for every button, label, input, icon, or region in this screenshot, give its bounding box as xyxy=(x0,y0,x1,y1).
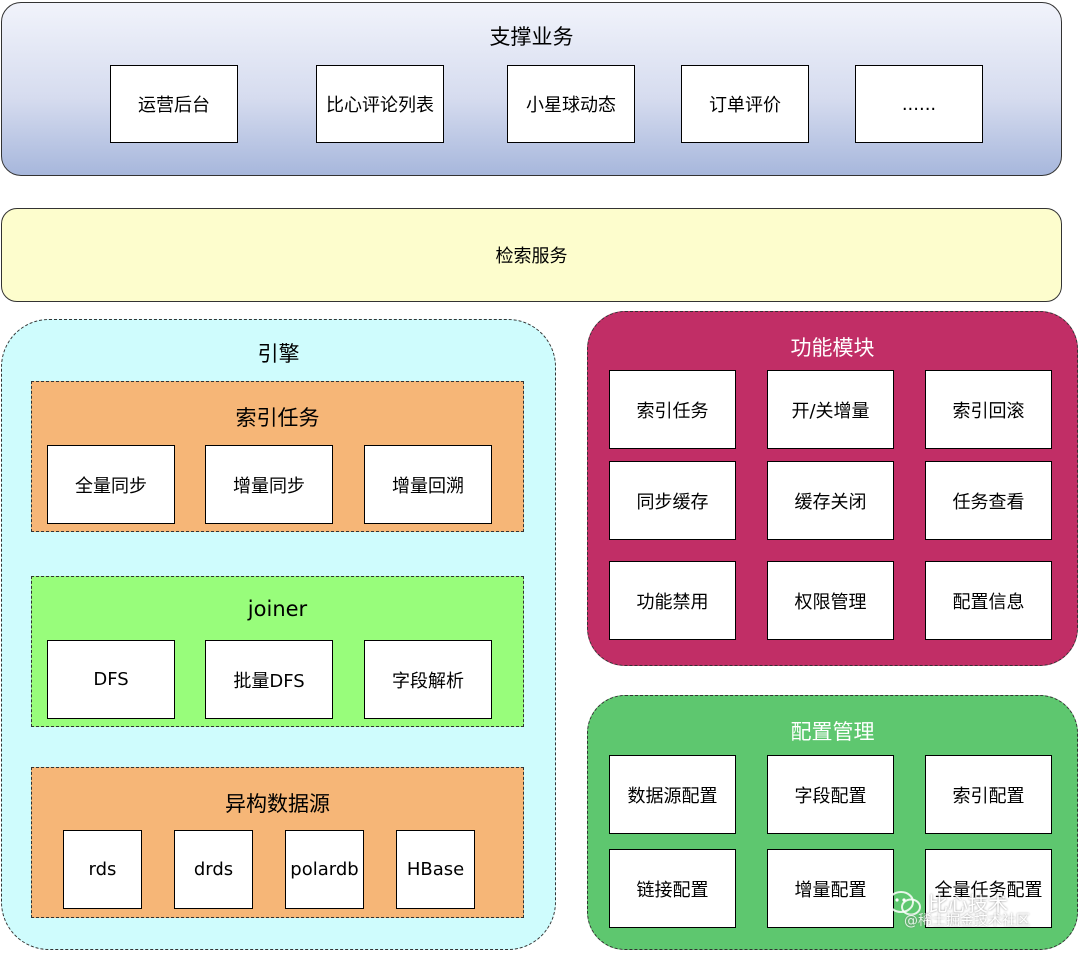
search-service-bar: 检索服务 xyxy=(1,208,1062,302)
datasource-item-drds: drds xyxy=(174,830,253,909)
func-item-close-cache: 缓存关闭 xyxy=(767,461,894,540)
func-item-index-task: 索引任务 xyxy=(609,370,736,449)
index-task-item-full-sync: 全量同步 xyxy=(47,445,175,524)
config-item-incr: 增量配置 xyxy=(767,849,894,928)
config-item-full-task: 全量任务配置 xyxy=(925,849,1052,928)
joiner-item-field-parse: 字段解析 xyxy=(364,640,492,719)
func-item-sync-cache: 同步缓存 xyxy=(609,461,736,540)
datasource-item-polardb: polardb xyxy=(285,830,364,909)
datasource-item-hbase: HBase xyxy=(396,830,475,909)
index-task-title: 索引任务 xyxy=(235,406,320,430)
support-item-more: ...... xyxy=(855,65,983,143)
func-item-permission: 权限管理 xyxy=(767,561,894,640)
index-task-item-incr-sync: 增量同步 xyxy=(205,445,333,524)
config-item-index: 索引配置 xyxy=(925,755,1052,834)
joiner-title: joiner xyxy=(247,597,308,621)
search-service-title: 检索服务 xyxy=(495,246,568,267)
support-item-order-review: 订单评价 xyxy=(681,65,809,143)
function-module-title: 功能模块 xyxy=(790,336,875,360)
func-item-view-task: 任务查看 xyxy=(925,461,1052,540)
joiner-item-dfs: DFS xyxy=(47,640,175,719)
datasource-item-rds: rds xyxy=(63,830,142,909)
func-item-toggle-incr: 开/关增量 xyxy=(767,370,894,449)
config-item-field: 字段配置 xyxy=(767,755,894,834)
joiner-item-batch-dfs: 批量DFS xyxy=(205,640,333,719)
hetero-datasource-title: 异构数据源 xyxy=(225,792,330,816)
func-item-index-rollback: 索引回滚 xyxy=(925,370,1052,449)
engine-title: 引擎 xyxy=(257,342,300,366)
index-task-item-incr-backtrack: 增量回溯 xyxy=(364,445,492,524)
support-business-title: 支撑业务 xyxy=(489,25,574,49)
func-item-disable-feature: 功能禁用 xyxy=(609,561,736,640)
config-item-datasource: 数据源配置 xyxy=(609,755,736,834)
support-item-comment-list: 比心评论列表 xyxy=(316,65,444,143)
config-item-link: 链接配置 xyxy=(609,849,736,928)
func-item-config-info: 配置信息 xyxy=(925,561,1052,640)
support-item-ops-backend: 运营后台 xyxy=(110,65,238,143)
config-management-title: 配置管理 xyxy=(790,720,875,744)
support-item-planet-feed: 小星球动态 xyxy=(507,65,635,143)
